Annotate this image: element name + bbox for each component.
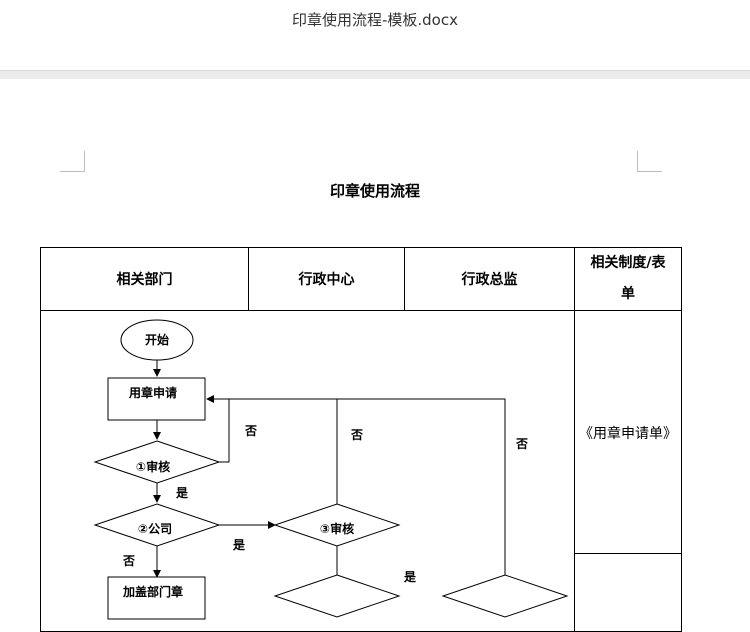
arrow-review1-no bbox=[206, 395, 230, 463]
start-label: 开始 bbox=[145, 332, 169, 347]
dept-stamp-label: 加盖部门章 bbox=[122, 584, 183, 599]
document-title: 印章使用流程-模板.docx bbox=[291, 11, 458, 29]
director-diamond-node bbox=[441, 574, 569, 618]
header-related-dept: 相关部门 bbox=[40, 247, 249, 311]
step2-label: ②公司 bbox=[138, 522, 172, 536]
step2-no-label: 否 bbox=[122, 554, 135, 568]
process-table: 相关部门 行政中心 行政总监 相关制度/表 单 开始 bbox=[40, 247, 682, 632]
header-related-forms: 相关制度/表 单 bbox=[574, 247, 682, 311]
margin-corner-mark bbox=[60, 151, 85, 172]
title-bar: 印章使用流程-模板.docx bbox=[0, 0, 750, 70]
review3-yes-label: 是 bbox=[403, 570, 417, 584]
header-admin-center: 行政中心 bbox=[248, 247, 405, 311]
apply-node bbox=[107, 377, 206, 421]
step2-yes-label: 是 bbox=[232, 538, 246, 552]
margin-corner-mark bbox=[637, 151, 662, 172]
next-diamond-node bbox=[273, 574, 401, 618]
review3-label: ③审核 bbox=[320, 521, 354, 536]
document-page: 印章使用流程 相关部门 行政中心 行政总监 相关制度/表 单 bbox=[0, 79, 750, 632]
page-heading: 印章使用流程 bbox=[329, 182, 420, 200]
review3-no-label: 否 bbox=[350, 428, 363, 442]
director-no-label: 否 bbox=[515, 437, 528, 451]
header-related-forms-line1: 相关制度/表 bbox=[590, 255, 666, 271]
toolbar-separator bbox=[0, 70, 750, 79]
review1-yes-label: 是 bbox=[175, 486, 189, 500]
flowchart-diagram: 开始 用章申请 ①审核 否 是 ②公司 bbox=[93, 319, 569, 620]
review1-label: ①审核 bbox=[136, 459, 170, 474]
header-related-forms-line2: 单 bbox=[621, 286, 635, 302]
related-forms-cell: 《用章申请单》 bbox=[574, 310, 682, 632]
review1-no-label: 否 bbox=[244, 424, 257, 438]
line-director-no bbox=[229, 398, 506, 589]
header-admin-director: 行政总监 bbox=[404, 247, 575, 311]
apply-label: 用章申请 bbox=[128, 385, 177, 400]
flowchart-cell: 开始 用章申请 ①审核 否 是 ②公司 bbox=[40, 310, 575, 632]
related-form-link[interactable]: 《用章申请单》 bbox=[579, 426, 677, 442]
cell-divider bbox=[575, 553, 681, 554]
